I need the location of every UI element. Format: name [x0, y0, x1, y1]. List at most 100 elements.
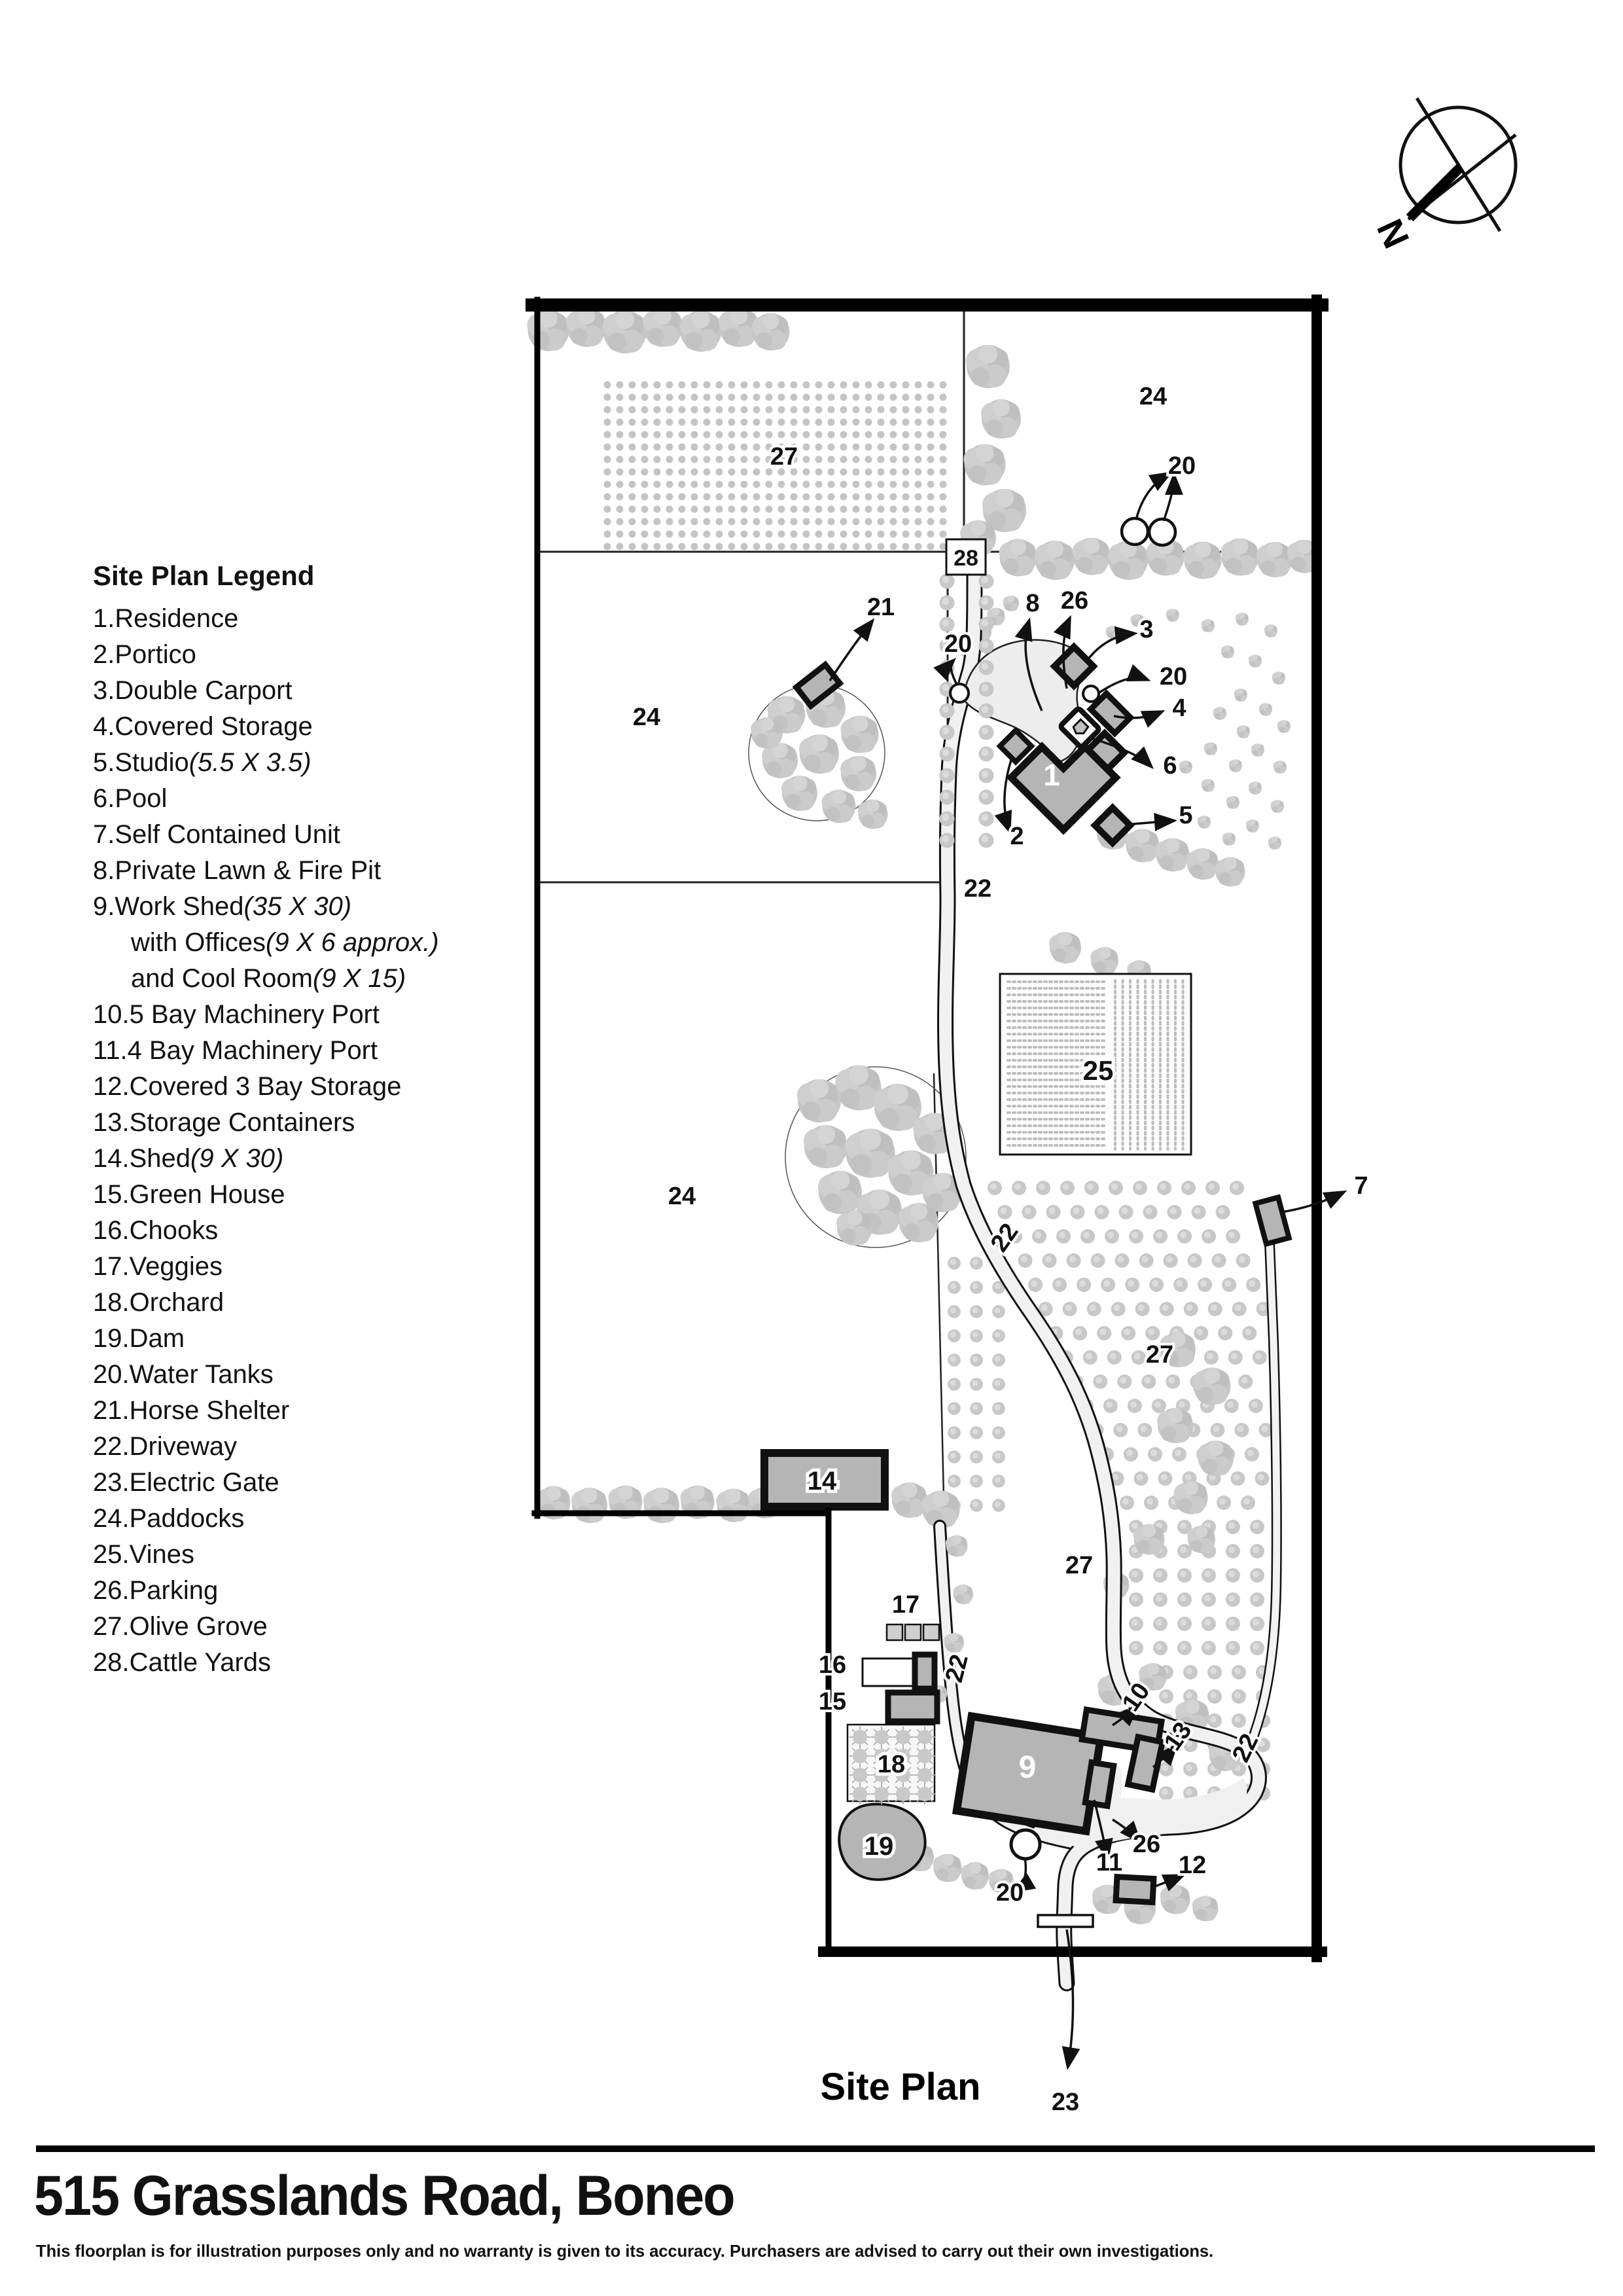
- legend-title: Site Plan Legend: [93, 560, 315, 591]
- plan-label-24: 24: [633, 704, 660, 731]
- plan-label-17: 17: [892, 1591, 919, 1619]
- portico: [996, 726, 1035, 766]
- legend-items: 1.Residence 2.Portico 3.Double Carport 4.Co…: [93, 601, 499, 1681]
- plan-label-20: 20: [944, 630, 972, 658]
- shed-14: [760, 1449, 889, 1511]
- green-house: [885, 1689, 940, 1725]
- plan-label-21: 21: [867, 594, 895, 621]
- plan-label-18: 18: [878, 1751, 905, 1778]
- plan-label-15: 15: [819, 1688, 846, 1715]
- legend-item-20: 20.Water Tanks: [93, 1360, 274, 1389]
- water-tank: [1147, 517, 1177, 547]
- plan-label-20: 20: [1168, 452, 1196, 480]
- legend-item-16: 16.Chooks: [93, 1216, 219, 1245]
- plan-label-4: 4: [1172, 694, 1186, 722]
- plan-label-26: 26: [1133, 1831, 1160, 1858]
- dam: [838, 1803, 927, 1881]
- legend-item-1: 1.Residence: [93, 604, 239, 633]
- legend-item-cont: with Offices(9 X 6 approx.): [131, 928, 439, 957]
- buildings: [760, 516, 1293, 1906]
- leader-arrows: [829, 471, 1347, 2070]
- footer-divider: [36, 2145, 1595, 2152]
- plan-label-23: 23: [1052, 2089, 1079, 2116]
- machinery-port-4bay: [1082, 1759, 1117, 1810]
- legend-item-7: 7.Self Contained Unit: [93, 820, 341, 849]
- plan-title: Site Plan: [821, 2066, 981, 2108]
- plan-label-7: 7: [1354, 1172, 1368, 1200]
- legend-item-17: 17.Veggies: [93, 1252, 223, 1281]
- legend-item-3: 3.Double Carport: [93, 676, 293, 705]
- plan-label-28: 28: [954, 546, 978, 571]
- legend-item-5: 5.Studio(5.5 X 3.5): [93, 748, 312, 777]
- plan-label-22: 22: [964, 875, 991, 903]
- property-boundary: [526, 295, 1329, 1962]
- plan-label-24: 24: [668, 1183, 696, 1210]
- water-tank: [1009, 1828, 1042, 1861]
- paddock-fences: [537, 305, 1317, 1526]
- studio: [1090, 803, 1135, 848]
- plan-label-22: 22: [940, 1652, 974, 1685]
- plan-label-27: 27: [1065, 1552, 1093, 1579]
- cattle-yards-box: [945, 538, 987, 576]
- legend-item-4: 4.Covered Storage: [93, 712, 313, 741]
- plan-label-11: 11: [1096, 1849, 1122, 1876]
- legend-item-10: 10.5 Bay Machinery Port: [93, 1000, 380, 1029]
- legend-item-9: 9.Work Shed(35 X 30): [93, 892, 352, 921]
- site-plan-legend: Site Plan Legend 1.Residence 2.Portico 3.D…: [93, 560, 499, 1681]
- plan-label-3: 3: [1139, 616, 1153, 643]
- plan-label-6: 6: [1163, 752, 1177, 780]
- legend-item-12: 12.Covered 3 Bay Storage: [93, 1072, 402, 1101]
- legend-item-28: 28.Cattle Yards: [93, 1648, 272, 1677]
- legend-item-8: 8.Private Lawn & Fire Pit: [93, 856, 382, 885]
- plan-label-8: 8: [1026, 590, 1039, 617]
- plan-label-1: 1: [1043, 758, 1060, 792]
- legend-item-25: 25.Vines: [93, 1540, 194, 1569]
- plan-label-2: 2: [1010, 823, 1024, 850]
- chooks-run: [861, 1657, 916, 1687]
- plan-label-14: 14: [808, 1467, 837, 1496]
- plan-label-20: 20: [1160, 663, 1187, 691]
- legend-item-15: 15.Green House: [93, 1180, 285, 1209]
- legend-item-18: 18.Orchard: [93, 1288, 224, 1317]
- legend-item-24: 24.Paddocks: [93, 1504, 245, 1533]
- plan-label-26: 26: [1061, 587, 1088, 615]
- legend-item-23: 23.Electric Gate: [93, 1468, 279, 1497]
- covered-3bay-storage: [1113, 1873, 1157, 1906]
- plan-label-27: 27: [1146, 1341, 1173, 1369]
- self-contained-unit: [1252, 1194, 1293, 1247]
- property-address: 515 Grasslands Road, Boneo: [34, 2164, 736, 2227]
- legend-item-14: 14.Shed(9 X 30): [93, 1144, 284, 1173]
- legend-item-2: 2.Portico: [93, 640, 196, 669]
- electric-gate: [1037, 1914, 1094, 1928]
- plan-label-20: 20: [996, 1879, 1024, 1907]
- vines-block: [999, 973, 1192, 1156]
- horse-shelter: [792, 660, 844, 710]
- plan-label-27: 27: [770, 443, 798, 471]
- compass: N: [1369, 97, 1518, 254]
- plan-label-5: 5: [1179, 802, 1192, 829]
- chooks-house: [912, 1651, 938, 1692]
- legend-item-27: 27.Olive Grove: [93, 1612, 268, 1641]
- olive-groves: [603, 381, 1274, 1801]
- plan-label-12: 12: [1179, 1852, 1206, 1879]
- water-tank: [1082, 685, 1100, 703]
- water-tank: [949, 683, 970, 704]
- disclaimer-text: This floorplan is for illustration purpo…: [36, 2241, 1214, 2261]
- legend-item-11: 11.4 Bay Machinery Port: [93, 1036, 378, 1065]
- legend-item-cont: and Cool Room(9 X 15): [131, 964, 406, 993]
- legend-item-6: 6.Pool: [93, 784, 168, 813]
- covered-storage: [1086, 689, 1135, 738]
- legend-item-21: 21.Horse Shelter: [93, 1396, 290, 1425]
- veggie-patches: [885, 1623, 940, 1641]
- legend-item-26: 26.Parking: [93, 1576, 219, 1605]
- plan-label-19: 19: [865, 1832, 894, 1861]
- legend-item-19: 19.Dam: [93, 1324, 185, 1353]
- legend-item-13: 13.Storage Containers: [93, 1108, 355, 1137]
- water-tank: [1120, 516, 1150, 547]
- residence: [1006, 742, 1121, 835]
- plan-label-9: 9: [1019, 1750, 1037, 1785]
- legend-item-22: 22.Driveway: [93, 1432, 238, 1461]
- plan-label-25: 25: [1083, 1055, 1114, 1086]
